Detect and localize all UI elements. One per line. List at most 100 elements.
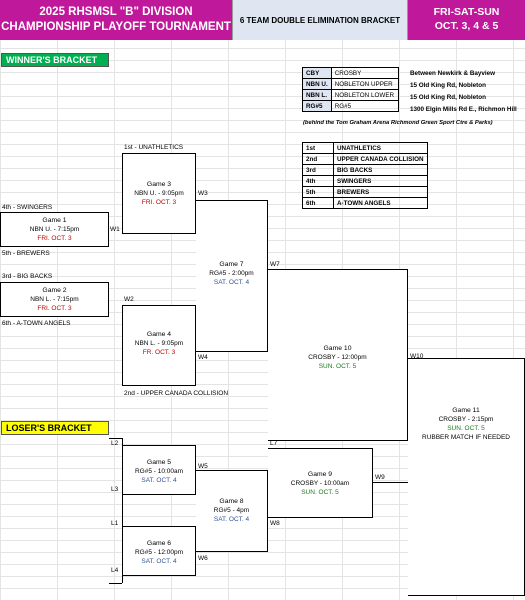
game-date: FRI. OCT. 3: [37, 305, 72, 312]
seed-label-4th: 4th - SWINGERS: [2, 204, 53, 211]
game-info: CROSBY - 2:15pm: [438, 416, 494, 423]
location-address: Between Newkirk & Bayview: [410, 70, 496, 77]
losers-bracket-label: LOSER'S BRACKET: [1, 421, 109, 435]
game-5-box: Game 5 RG#5 - 10:00am SAT. OCT. 4: [122, 445, 196, 495]
game-name: Game 8: [219, 498, 244, 505]
location-code: NBN U.: [302, 78, 332, 90]
connector-l4: [109, 583, 122, 584]
tournament-title: 2025 RHSMSL "B" DIVISION CHAMPIONSHIP PL…: [0, 0, 232, 40]
link-w1: W1: [110, 226, 120, 233]
game-name: Game 11: [452, 407, 480, 414]
seed-team: UPPER CANADA COLLISION: [333, 153, 428, 165]
game-name: Game 2: [42, 287, 67, 294]
game-info: RG#5 - 10:00am: [134, 468, 184, 475]
location-name: CROSBY: [330, 67, 399, 79]
game-date: SUN. OCT. 5: [318, 363, 357, 370]
title-line-2: CHAMPIONSHIP PLAYOFF TOURNAMENT: [1, 21, 231, 33]
game-info: CROSBY - 12:00pm: [308, 354, 367, 361]
location-address: 15 Old King Rd, Nobleton: [410, 94, 486, 101]
location-address: 1300 Elgin Mills Rd E., Richmon Hill: [410, 106, 517, 113]
game-4-box: Game 4 NBN L. - 9:05pm FR. OCT. 3: [122, 305, 196, 386]
seed-place: 1st: [302, 142, 334, 154]
location-name: RG#5: [330, 100, 399, 112]
game-name: Game 4: [146, 331, 172, 338]
game-info: RG#5 - 2:00pm: [209, 270, 254, 277]
tournament-date-range: OCT. 3, 4 & 5: [434, 20, 499, 32]
bracket-type: 6 TEAM DOUBLE ELIMINATION BRACKET: [232, 0, 408, 40]
seed-team: BIG BACKS: [333, 164, 428, 176]
seed-place: 3rd: [302, 164, 334, 176]
game-2-box: Game 2 NBN L. - 7:15pm FRI. OCT. 3: [0, 282, 109, 317]
location-code: CBY: [302, 67, 332, 79]
location-note: (behind the Tom Graham Arena Richmond Gr…: [303, 120, 493, 126]
game-name: Game 1: [42, 217, 67, 224]
link-w9: W9: [375, 474, 385, 481]
link-w10: W10: [410, 353, 424, 360]
seed-team: A-TOWN ANGELS: [333, 197, 428, 209]
game-date: FR. OCT. 3: [142, 349, 176, 356]
loser-feed-line: [122, 438, 123, 583]
tournament-dates: FRI-SAT-SUN OCT. 3, 4 & 5: [408, 0, 525, 40]
game-note: RUBBER MATCH IF NEEDED: [422, 434, 510, 441]
location-code: NBN L.: [302, 89, 332, 101]
game-name: Game 9: [307, 471, 333, 478]
game-9-box: Game 9 CROSBY - 10:00am SUN. OCT. 5: [268, 448, 373, 518]
location-code: RG#5: [302, 100, 332, 112]
game-10-box: Game 10 CROSBY - 12:00pm SUN. OCT. 5: [268, 269, 408, 441]
seed-team: SWINGERS: [333, 175, 428, 187]
link-w6: W6: [198, 555, 208, 562]
seed-place: 4th: [302, 175, 334, 187]
seed-team: BREWERS: [333, 186, 428, 198]
seed-label-1st: 1st - UNATHLETICS: [124, 144, 184, 151]
location-address: 15 Old King Rd, Nobleton: [410, 82, 486, 89]
game-date: SUN. OCT. 5: [301, 489, 339, 496]
winners-bracket-label: WINNER'S BRACKET: [1, 53, 109, 67]
game-info: RG#5 - 12:00pm: [134, 549, 184, 556]
tournament-days: FRI-SAT-SUN: [433, 6, 500, 18]
game-name: Game 5: [146, 459, 172, 466]
game-1-box: Game 1 NBN U. - 7:15pm FRI. OCT. 3: [0, 212, 109, 247]
link-w7: W7: [270, 261, 280, 268]
link-l7: L7: [270, 440, 278, 447]
connector-l2: [109, 438, 122, 439]
link-w2: W2: [124, 296, 134, 303]
game-date: FRI. OCT. 3: [37, 235, 72, 242]
game-11-box: Game 11 CROSBY - 2:15pm SUN. OCT. 5 RUBB…: [408, 358, 525, 596]
link-l1: L1: [111, 520, 119, 527]
seed-team: UNATHLETICS: [333, 142, 428, 154]
seed-place: 2nd: [302, 153, 334, 165]
game-info: RG#5 - 4pm: [213, 507, 250, 514]
game-info: NBN U. - 9:05pm: [134, 190, 184, 197]
game-7-box: Game 7 RG#5 - 2:00pm SAT. OCT. 4: [196, 200, 268, 352]
location-name: NOBLETON LOWER: [330, 89, 399, 101]
game-3-box: Game 3 NBN U. - 9:05pm FRI. OCT. 3: [122, 153, 196, 234]
game-name: Game 7: [219, 261, 244, 268]
seed-label-6th: 6th - A-TOWN ANGELS: [2, 320, 71, 327]
location-name: NOBLETON UPPER: [330, 78, 399, 90]
game-8-box: Game 8 RG#5 - 4pm SAT. OCT. 4: [196, 470, 268, 552]
connector-w9: [373, 482, 408, 483]
link-w4: W4: [198, 354, 208, 361]
game-date: SAT. OCT. 4: [213, 516, 250, 523]
link-w3: W3: [198, 190, 208, 197]
location-row: NBN U.NOBLETON UPPER: [302, 78, 399, 90]
game-info: NBN L. - 7:15pm: [30, 296, 79, 303]
game-6-box: Game 6 RG#5 - 12:00pm SAT. OCT. 4: [122, 526, 196, 576]
location-row: NBN L.NOBLETON LOWER: [302, 89, 399, 101]
link-w5: W5: [198, 463, 208, 470]
seed-label-2nd: 2nd - UPPER CANADA COLLISION: [124, 390, 229, 397]
game-name: Game 10: [323, 345, 352, 352]
seed-label-3rd: 3rd - BIG BACKS: [2, 273, 53, 280]
seed-place: 5th: [302, 186, 334, 198]
game-info: CROSBY - 10:00am: [290, 480, 350, 487]
